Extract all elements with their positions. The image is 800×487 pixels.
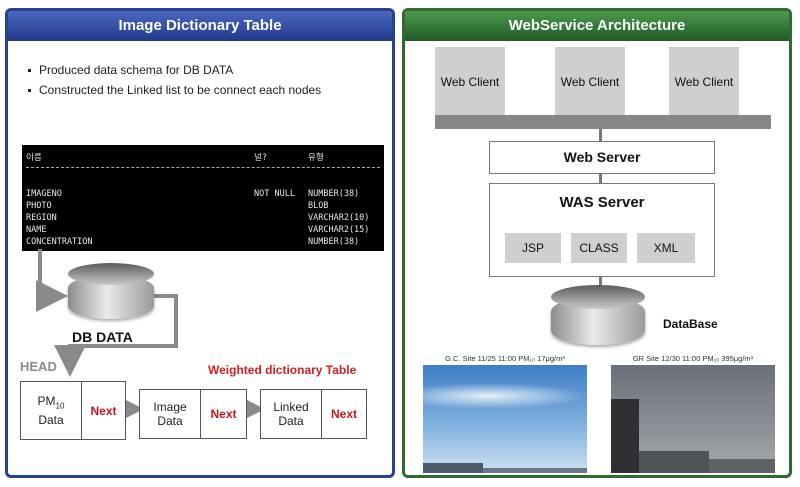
web-server-box: Web Server [489,141,715,174]
jsp-module-box: JSP [505,233,561,263]
schema-row-type: BLOB [308,201,329,211]
bullet-item: Produced data schema for DB DATA [28,63,321,77]
column-header-null: 널? [254,153,267,163]
bullet-list: Produced data schema for DB DATA Constru… [28,63,321,103]
node-next-pointer: Next [321,389,367,439]
bullet-item: Constructed the Linked list to be connec… [28,83,321,97]
schema-row-type: VARCHAR2(15) [308,225,370,235]
schema-row-name: NAME [26,225,47,235]
building-silhouette [639,451,709,473]
node-pm-label: PM [37,393,56,408]
bullet-icon [28,69,31,73]
column-header-name: 이름 [26,153,42,163]
photo-caption: G.C. Site 11/25 11:00 PM₁₀ 17μg/m³ [423,353,587,365]
was-server-label: WAS Server [559,194,645,211]
was-to-db-connector [599,275,602,287]
webserver-to-was-connector [599,173,602,185]
panel-title: WebService Architecture [405,11,789,41]
column-header-type: 유형 [308,153,324,163]
schema-row-name: PHOTO [26,201,52,211]
cloud-shape [423,383,587,409]
class-module-box: CLASS [571,233,627,263]
terminal-to-db-arrow [36,249,68,312]
bullet-icon [28,89,31,93]
web-client-box: Web Client [555,47,625,117]
db-data-label: DB DATA [72,329,133,345]
schema-terminal: 이름 널? 유형 IMAGENO NOT NULL NUMBER(38) PHO… [22,145,384,251]
schema-row-type: NUMBER(38) [308,189,360,199]
building-silhouette [423,463,483,473]
database-cylinder-icon [551,285,645,345]
sky-image [423,365,587,473]
ground-silhouette [483,468,587,473]
xml-module-box: XML [637,233,695,263]
web-client-box: Web Client [435,47,505,117]
schema-row-name: REGION [26,213,57,223]
web-client-box: Web Client [669,47,739,117]
bus-to-webserver-connector [599,129,602,143]
site-photo-gr: GR Site 12/30 11:00 PM₁₀ 395μg/m³ [611,353,775,473]
photo-caption: GR Site 12/30 11:00 PM₁₀ 395μg/m³ [611,353,775,365]
schema-row-type: VARCHAR2(10) [308,213,370,223]
site-photo-gc: G.C. Site 11/25 11:00 PM₁₀ 17μg/m³ [423,353,587,473]
webservice-architecture-panel: WebService Architecture Web Client Web C… [402,8,792,478]
schema-row-name: CONCENTRATION [26,237,93,247]
head-label: HEAD [20,359,57,374]
schema-row-type: NUMBER(38) [308,237,360,247]
pole-silhouette [611,399,639,473]
node-data-label: Data [38,413,64,428]
database-label: DataBase [663,317,718,331]
network-bus [435,115,771,129]
node-next-pointer: Next [81,381,126,440]
terminal-divider [26,167,380,168]
building-silhouette [709,459,775,473]
db-data-cylinder-icon [68,263,154,319]
node-pm-subscript: 10 [55,401,65,411]
weighted-table-label: Weighted dictionary Table [208,363,357,377]
schema-row-name: IMAGENO [26,189,62,199]
panel-title: Image Dictionary Table [8,11,392,41]
db-to-head-arrow [54,294,178,377]
node-next-pointer: Next [200,389,247,439]
image-dictionary-panel: Image Dictionary Table Produced data sch… [5,8,395,478]
schema-row-null: NOT NULL [254,189,295,199]
flow-connectors [36,249,265,425]
